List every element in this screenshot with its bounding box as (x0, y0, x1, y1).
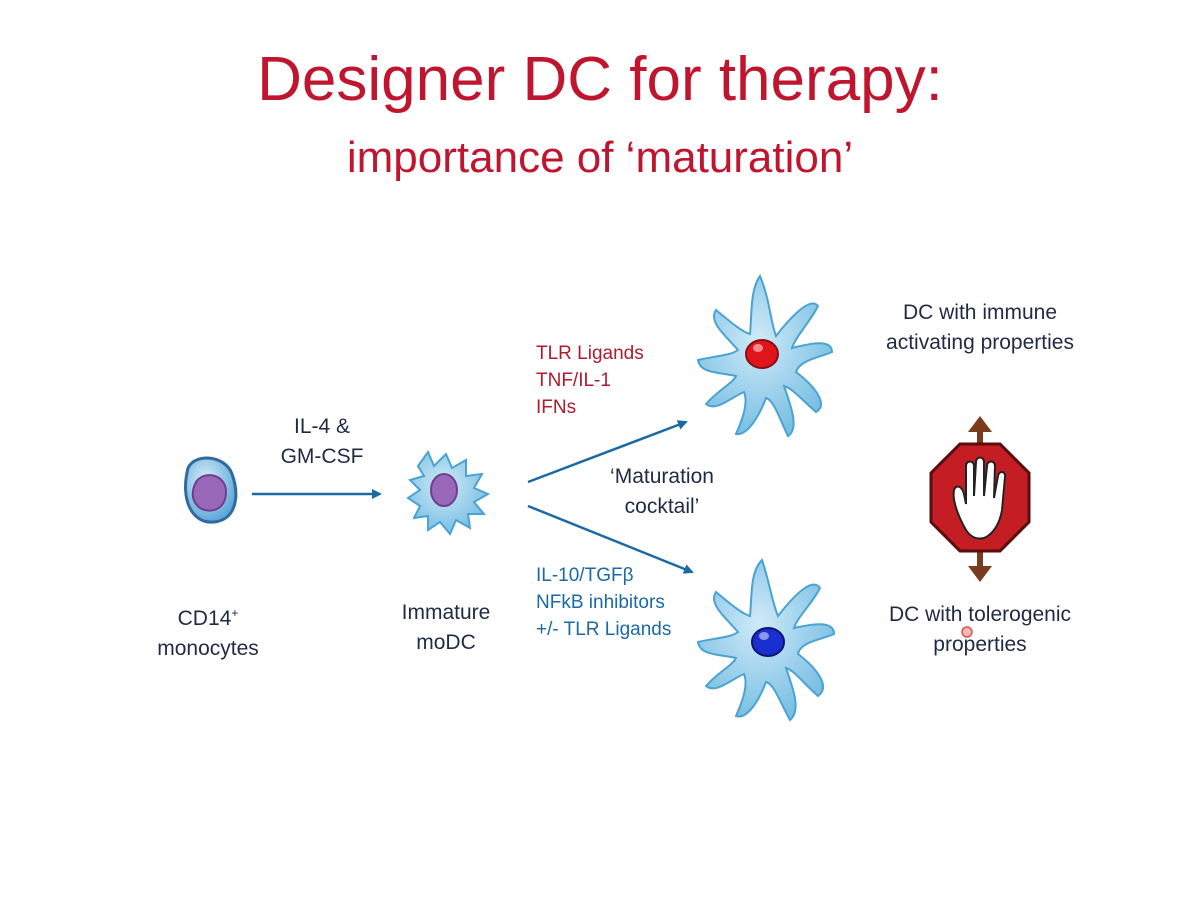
monocyte-line2: monocytes (157, 637, 259, 660)
tolerogenic-dc-cell-icon (696, 558, 836, 722)
activating-stimulus: TNF/IL-1 (536, 370, 611, 391)
slide-title: Designer DC for therapy: (257, 45, 943, 114)
activating-stimulus: IFNs (536, 397, 577, 418)
pointer-marker (961, 626, 973, 638)
activating-dc-cell-icon (696, 273, 834, 438)
tolerogenic-stimuli-list: IL-10/TGFβ NFkB inhibitors +/- TLR Ligan… (536, 562, 671, 643)
tolerogenic-stimulus: NFkB inhibitors (536, 592, 665, 613)
tolerogenic-line2: properties (933, 633, 1027, 656)
activating-stimuli-list: TLR Ligands TNF/IL-1 IFNs (536, 340, 644, 421)
monocyte-cell-icon (184, 456, 238, 524)
tolerogenic-stimulus: IL-10/TGFβ (536, 565, 634, 586)
tolerogenic-dc-label: DC with tolerogenic properties (868, 600, 1092, 660)
activating-line2: activating properties (886, 331, 1074, 354)
monocyte-line1: CD14 (177, 607, 232, 630)
maturation-line1: ‘Maturation (610, 465, 714, 488)
differentiation-label: IL-4 & GM-CSF (262, 412, 382, 472)
activating-arrow (527, 420, 688, 484)
tolerogenic-line1: DC with tolerogenic (888, 603, 1072, 626)
tolerogenic-arrow (527, 504, 694, 574)
activating-dc-label: DC with immune activating properties (868, 298, 1092, 358)
slide-subtitle: importance of ‘maturation’ (346, 133, 854, 182)
activating-stimulus: TLR Ligands (536, 343, 644, 364)
immature-modc-cell-icon (406, 449, 491, 536)
immature-line2: moDC (416, 631, 476, 654)
monocyte-label: CD14+ monocytes (140, 598, 276, 664)
tolerogenic-stimulus: +/- TLR Ligands (536, 619, 672, 640)
activating-line1: DC with immune (902, 301, 1058, 324)
immature-label: Immature moDC (382, 598, 510, 658)
maturation-cocktail-label: ‘Maturation cocktail’ (592, 462, 732, 522)
stop-hand-icon (929, 442, 1031, 553)
differentiation-line2: GM-CSF (280, 445, 364, 468)
immature-line1: Immature (401, 601, 491, 624)
differentiation-line1: IL-4 & (293, 415, 351, 438)
maturation-line2: cocktail’ (624, 495, 700, 518)
monocyte-sup: + (231, 606, 239, 620)
